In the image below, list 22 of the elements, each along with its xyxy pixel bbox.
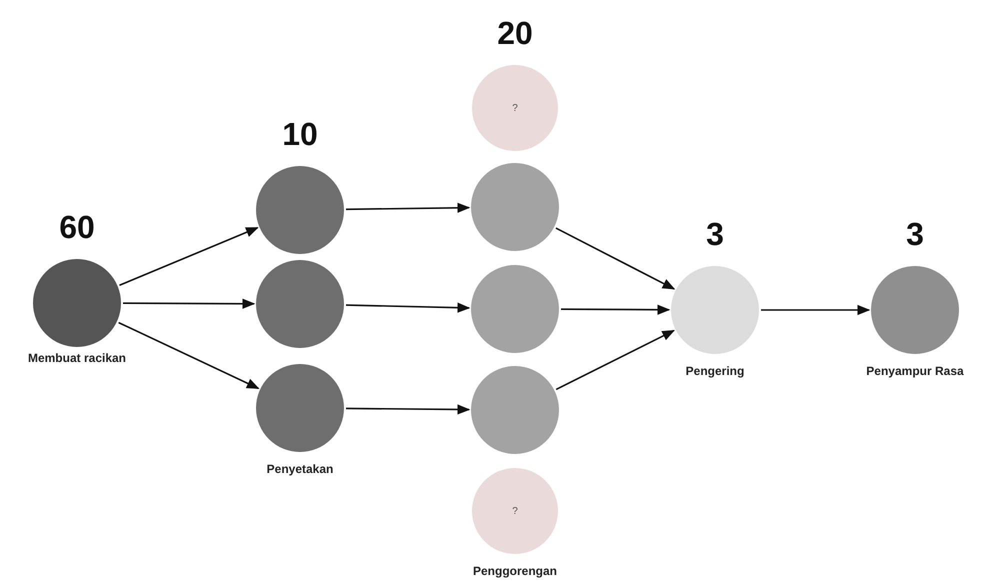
arrow <box>556 330 675 390</box>
count-number: 60 <box>58 209 96 245</box>
arrow <box>761 304 870 316</box>
arrow <box>118 322 260 390</box>
arrow <box>561 304 670 315</box>
step-label: Membuat racikan <box>26 351 128 366</box>
count-number: 3 <box>905 216 925 252</box>
step-label: Penyetakan <box>266 462 334 477</box>
arrow <box>346 202 470 213</box>
arrow <box>346 302 470 313</box>
step-label: Penyampur Rasa <box>865 364 965 379</box>
step-label: Pengering <box>684 364 746 379</box>
question-mark: ? <box>512 102 518 114</box>
arrow <box>556 227 676 290</box>
question-mark: ? <box>512 506 518 516</box>
arrow <box>123 298 256 309</box>
arrow <box>346 404 470 415</box>
step-label: Penggorengan <box>472 564 558 579</box>
count-number: 20 <box>496 15 534 51</box>
count-number: 10 <box>281 116 319 152</box>
arrow <box>119 226 259 286</box>
count-number: 3 <box>705 216 725 252</box>
